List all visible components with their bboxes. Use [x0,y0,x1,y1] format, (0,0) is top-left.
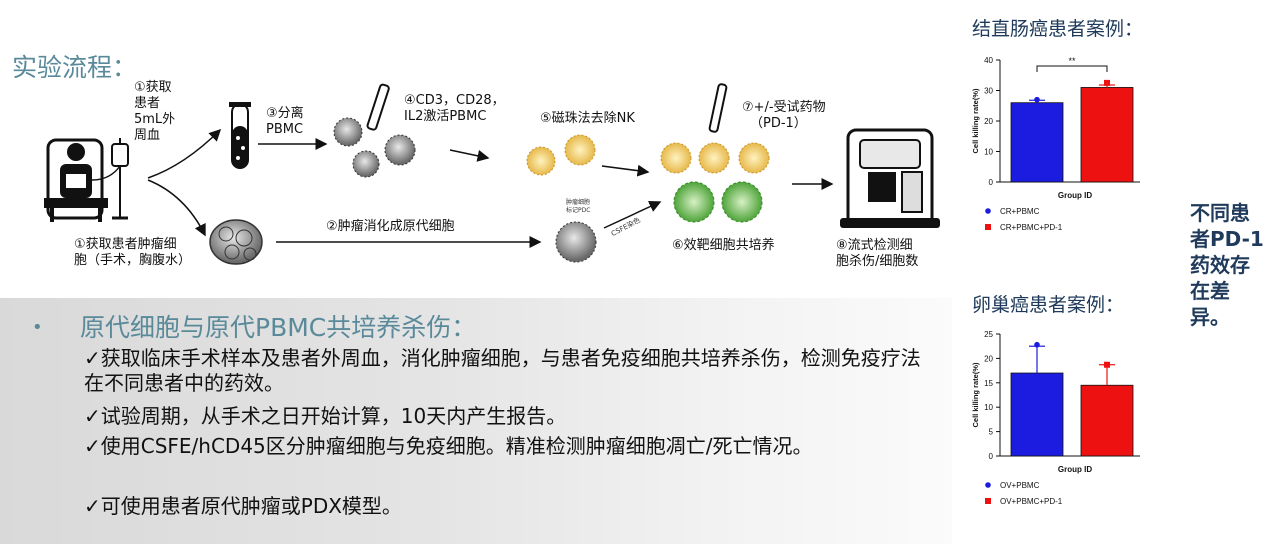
y-tick-label: 10 [984,148,993,157]
step6-label: ⑥效靶细胞共培养 [672,238,775,253]
step7-label: ⑦+/-受试药物（PD-1） [742,100,826,131]
tiny-cell-label: 肿瘤细胞标记PDC [566,199,591,214]
y-tick-label: 20 [984,117,993,126]
y-tick-label: 25 [984,330,993,339]
tumor-primary-cells-icon [555,221,597,263]
bullet-line-1: ✓获取临床手术样本及患者外周血，消化肿瘤细胞，与患者免疫细胞共培养杀伤，检测免疫… [84,346,921,395]
step4-label: ④CD3，CD28，IL2激活PBMC [404,93,505,124]
crc-case-title: 结直肠癌患者案例： [972,18,1144,40]
significance-bracket [1036,65,1108,72]
data-point [1034,96,1040,103]
side-note: 不同患者PD-1药效存在差异。 [1190,201,1264,329]
bullet-heading: 原代细胞与原代PBMC共培养杀伤： [80,313,477,342]
legend-label: OV+PBMC [1000,481,1040,490]
data-point [1104,361,1110,368]
y-tick-label: 40 [984,56,993,65]
y-tick-label: 20 [984,354,993,363]
step1-top-label: ①获取患者 5mL外周血 [134,80,176,143]
y-tick-label: 30 [984,87,993,96]
coculture-cells-icon [660,83,770,223]
bar [1080,87,1134,183]
bar [1010,102,1064,183]
legend-label: OV+PBMC+PD-1 [1000,497,1063,506]
legend-marker [985,482,991,488]
workflow-diagram [44,83,940,265]
bar [1080,384,1134,457]
y-axis-label: Cell killing rate(%) [971,88,980,154]
patient-icon [44,138,129,222]
legend-label: CR+PBMC+PD-1 [1000,223,1063,232]
y-tick-label: 0 [989,452,994,461]
tumor-icon [209,219,263,265]
summary-panel [0,298,952,544]
page-title: 实验流程： [12,53,138,82]
legend-label: CR+PBMC [1000,207,1040,216]
x-axis-label: Group ID [1058,465,1092,474]
bullet-marker: • [32,317,43,338]
bar [1010,372,1064,457]
pbmc-cells-icon [333,83,416,178]
significance-label: ** [1068,56,1076,66]
data-point [1104,79,1110,86]
legend-marker [985,208,991,214]
data-point [1034,341,1040,348]
legend-marker [985,224,991,230]
bullet-line-2: ✓试验周期，从手术之日开始计算，10天内产生报告。 [84,404,567,428]
y-tick-label: 15 [984,379,993,388]
step5-label: ⑤磁珠法去除NK [540,111,635,126]
x-axis-label: Group ID [1058,191,1092,200]
step8-label: ⑧流式检测细胞杀伤/细胞数 [836,238,919,269]
legend-marker [985,498,991,504]
flow-cytometer-icon [840,128,940,228]
y-axis-label: Cell killing rate(%) [971,362,980,428]
y-tick-label: 0 [989,178,994,187]
test-tube-icon [229,102,251,169]
y-tick-label: 10 [984,403,993,412]
step1-bottom-label: ①获取患者肿瘤细胞（手术，胸腹水） [74,237,192,268]
yellow-cells-icon [526,134,596,176]
bullet-line-4: ✓可使用患者原代肿瘤或PDX模型。 [84,494,402,518]
bullet-line-3: ✓使用CSFE/hCD45区分肿瘤细胞与免疫细胞。精准检测肿瘤细胞凋亡/死亡情况… [84,434,813,458]
step2-label: ②肿瘤消化成原代细胞 [326,219,455,234]
ov-case-title: 卵巢癌患者案例： [972,294,1125,316]
y-tick-label: 5 [989,428,994,437]
